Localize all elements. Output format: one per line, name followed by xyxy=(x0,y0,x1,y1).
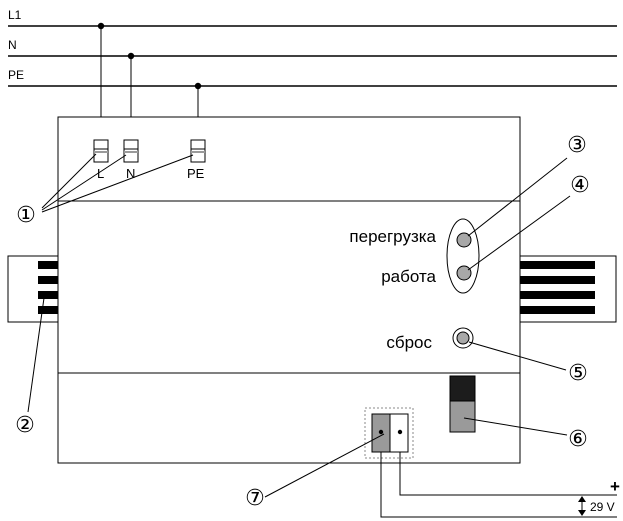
reset-button-core[interactable] xyxy=(456,331,470,345)
supply-lines: L1 N PE xyxy=(8,8,617,87)
terminals: L N PE xyxy=(93,139,206,181)
reset-button[interactable]: сброс xyxy=(386,327,474,352)
terminal-n-label: N xyxy=(126,166,135,181)
reset-label: сброс xyxy=(386,333,432,352)
bus-plus-sign: + xyxy=(610,477,620,496)
callout-3: ③ xyxy=(567,133,587,158)
callout-1-leaders xyxy=(41,153,194,213)
led-group: перегрузка работа xyxy=(349,218,480,294)
bus-terminal-frame xyxy=(364,407,414,459)
callout-1: ① xyxy=(16,203,36,228)
device-middle-section xyxy=(57,200,521,374)
line-pe-label: PE xyxy=(8,68,24,82)
terminal-l-label: L xyxy=(97,166,104,181)
led-overload xyxy=(456,232,472,248)
line-drops xyxy=(94,22,205,134)
led-run-label: работа xyxy=(381,267,436,286)
bus-voltage-label: 29 V xyxy=(590,500,615,514)
led-overload-label: перегрузка xyxy=(349,227,436,246)
callout-leaders xyxy=(27,157,571,498)
line-n-label: N xyxy=(8,38,17,52)
callouts: ① ② ③ ④ ⑤ ⑥ ⑦ xyxy=(15,133,590,511)
slide-switch[interactable] xyxy=(449,375,476,433)
led-group-outline xyxy=(446,218,480,294)
terminal-pe-label: PE xyxy=(187,166,205,181)
callout-4: ④ xyxy=(570,173,590,198)
bus-terminal xyxy=(364,407,617,518)
bus-voltage: + 29 V xyxy=(578,477,620,516)
callout-2: ② xyxy=(15,413,35,438)
device-bottom-section xyxy=(57,372,521,464)
callout-6: ⑥ xyxy=(568,427,588,452)
callout-7: ⑦ xyxy=(245,486,265,511)
line-l1-label: L1 xyxy=(8,8,22,22)
led-run xyxy=(456,265,472,281)
callout-5: ⑤ xyxy=(568,361,588,386)
